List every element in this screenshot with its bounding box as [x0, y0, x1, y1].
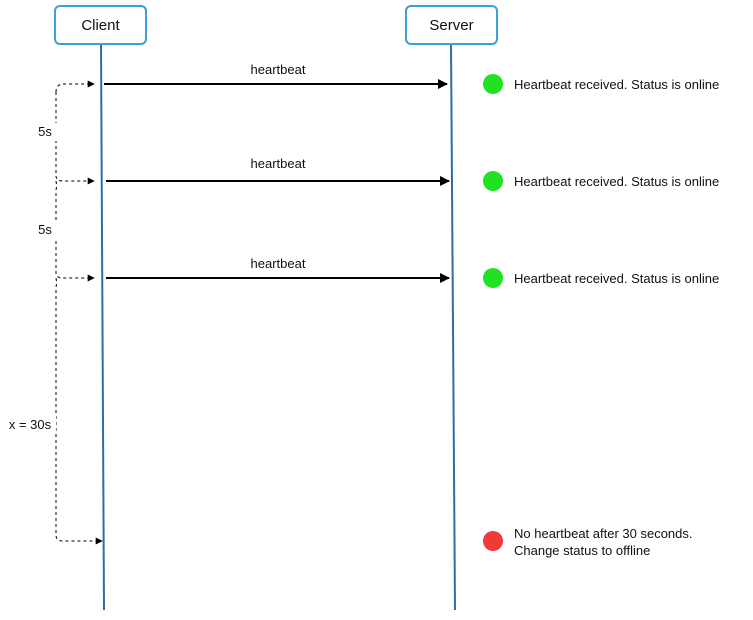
online-status-dot	[483, 268, 503, 288]
interval-label-2: 5s	[38, 222, 52, 237]
heartbeat-message-2: heartbeat	[106, 156, 450, 186]
interval-bracket-2	[55, 180, 95, 282]
client-actor-box	[54, 5, 147, 45]
offline-status-dot	[483, 531, 503, 551]
status-text-3: Heartbeat received. Status is online	[514, 271, 719, 286]
status-text-4-line-2: Change status to offline	[514, 543, 650, 558]
heartbeat-label-1: heartbeat	[251, 62, 306, 77]
heartbeat-label-2: heartbeat	[251, 156, 306, 171]
interval-3: x = 30s	[6, 416, 56, 434]
heartbeat-label-3: heartbeat	[251, 256, 306, 271]
client-actor: Client	[54, 5, 147, 45]
interval-bracket-top-tick	[55, 80, 95, 93]
status-text-2: Heartbeat received. Status is online	[514, 174, 719, 189]
server-lifeline	[450, 43, 456, 611]
heartbeat-message-3: heartbeat	[106, 256, 450, 283]
interval-bracket-1	[55, 92, 95, 185]
interval-label-1: 5s	[38, 124, 52, 139]
status-text-1: Heartbeat received. Status is online	[514, 77, 719, 92]
server-actor: Server	[405, 5, 498, 45]
interval-2: 5s	[33, 221, 57, 239]
interval-1: 5s	[33, 123, 57, 141]
status-online-3: Heartbeat received. Status is online	[483, 268, 719, 288]
status-online-1: Heartbeat received. Status is online	[483, 74, 719, 94]
interval-bracket-3	[55, 277, 103, 545]
interval-label-3: x = 30s	[9, 417, 52, 432]
status-online-2: Heartbeat received. Status is online	[483, 171, 719, 191]
heartbeat-message-1: heartbeat	[104, 62, 448, 89]
online-status-dot	[483, 74, 503, 94]
status-offline: No heartbeat after 30 seconds. Change st…	[483, 526, 693, 558]
online-status-dot	[483, 171, 503, 191]
server-actor-box	[405, 5, 498, 45]
server-actor-label: Server	[429, 17, 473, 34]
client-lifeline	[100, 43, 105, 611]
status-text-4-line-1: No heartbeat after 30 seconds.	[514, 526, 693, 541]
client-actor-label: Client	[81, 17, 120, 34]
